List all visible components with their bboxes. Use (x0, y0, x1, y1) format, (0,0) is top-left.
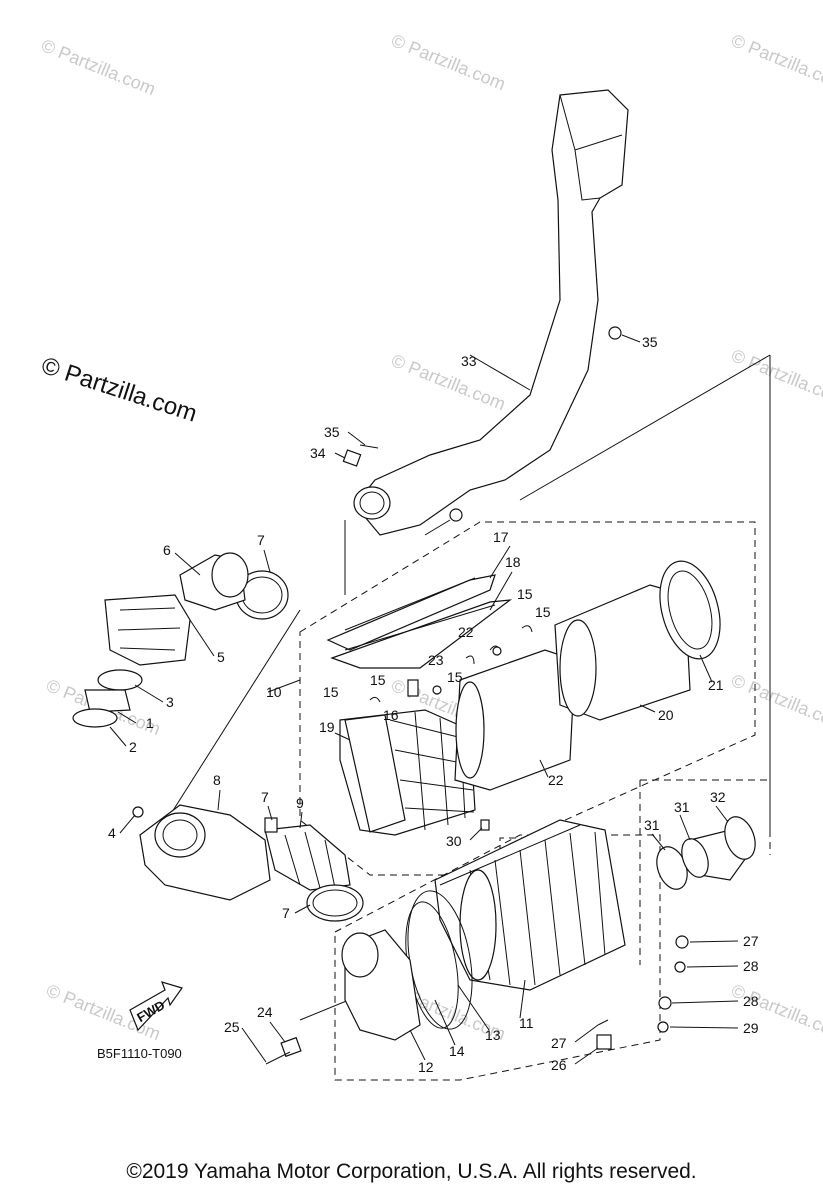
nut-22 (492, 646, 502, 656)
callout-label: 33 (461, 353, 477, 369)
callout-label: 17 (493, 529, 509, 545)
throttle-boot (179, 552, 249, 611)
clip-15 (521, 625, 533, 633)
clamp-31 (724, 816, 756, 860)
diagram-code: B5F1110-T090 (97, 1046, 182, 1061)
callout-label: 11 (519, 1015, 534, 1031)
callout-label: 5 (217, 649, 225, 665)
callout-label: 2 (129, 739, 137, 755)
screw-24 (265, 1051, 291, 1065)
air-duct (139, 804, 271, 901)
clip-15 (465, 655, 475, 665)
clip-33 (342, 449, 362, 467)
filter-screen (554, 584, 691, 721)
callout-label: 23 (428, 652, 444, 668)
callout-label: 28 (743, 958, 759, 974)
callout-label: 18 (505, 554, 521, 570)
washer-28 (657, 1021, 669, 1033)
boot-1 (84, 689, 131, 713)
watermark: © Partzilla.com (39, 35, 159, 99)
grommet-35-top (608, 326, 622, 340)
clip-25 (596, 1034, 612, 1050)
air-box-case (434, 819, 626, 991)
callout-label: 31 (644, 817, 660, 833)
clamp-2 (72, 708, 118, 728)
watermark: © Partzilla.com (389, 350, 509, 414)
watermark: © Partzilla.com (729, 345, 823, 409)
callout-label: 13 (485, 1027, 501, 1043)
callout-label: 1 (146, 715, 154, 731)
filter-cage (339, 709, 476, 836)
clamp-7 (306, 884, 364, 922)
callout-label: 27 (743, 933, 759, 949)
callout-label: 15 (447, 669, 463, 685)
watermark-layer: © Partzilla.com © Partzilla.com © Partzi… (39, 30, 823, 1044)
assembly-outline-10 (299, 521, 756, 876)
clip-15 (407, 679, 419, 697)
intake-snorkel (353, 89, 629, 536)
intake-joint (341, 929, 421, 1041)
leader-lines (109, 334, 739, 1065)
callout-label: 22 (458, 624, 474, 640)
clip-15 (369, 696, 381, 703)
watermark: © Partzilla.com (729, 30, 823, 94)
callout-label: 26 (551, 1057, 567, 1073)
callout-label: 12 (418, 1059, 434, 1075)
screw-26 (597, 1019, 609, 1026)
callout-label: 29 (743, 1020, 759, 1036)
filter-element (454, 649, 576, 791)
copyright-footer: ©2019 Yamaha Motor Corporation, U.S.A. A… (126, 1160, 697, 1183)
clamp-3 (97, 669, 143, 691)
filter-frame (659, 560, 721, 660)
watermark: © Partzilla.com (729, 670, 823, 734)
callout-label: 20 (658, 707, 674, 723)
callout-label: 31 (674, 799, 690, 815)
screw-34 (359, 444, 379, 449)
nut-22 (432, 685, 442, 695)
watermark-main: © Partzilla.com (38, 352, 200, 428)
assembly-outline-lower (334, 834, 661, 1081)
washer-28 (674, 961, 686, 973)
bolt-29 (480, 819, 490, 831)
callout-label: 15 (535, 604, 551, 620)
callout-label: 35 (324, 424, 340, 440)
callout-label: 15 (370, 672, 386, 688)
callout-label: 9 (296, 795, 304, 811)
callout-label: 7 (282, 905, 290, 921)
leader-line (519, 354, 771, 501)
callout-label: 25 (224, 1019, 240, 1035)
sensor-23 (280, 1036, 302, 1058)
callout-label: 6 (163, 542, 171, 558)
bolt-27 (658, 996, 672, 1010)
callout-label: 7 (261, 789, 269, 805)
callout-label: 14 (449, 1043, 465, 1059)
callout-label: 24 (257, 1004, 273, 1020)
callout-label: 16 (383, 707, 399, 723)
callout-label: 32 (710, 789, 726, 805)
callout-label: 3 (166, 694, 174, 710)
callout-label: 15 (323, 684, 339, 700)
clamp-7 (312, 889, 358, 917)
callout-label: 34 (310, 445, 326, 461)
callout-label: 28 (743, 993, 759, 1009)
grommet-35-bottom (449, 508, 463, 522)
callout-label: 15 (517, 586, 533, 602)
callout-label: 30 (446, 833, 462, 849)
throttle-body (104, 594, 191, 666)
callout-label: 8 (213, 772, 221, 788)
callout-label: 22 (548, 772, 564, 788)
air-cleaner-lid (326, 574, 513, 669)
bolt-4 (132, 806, 144, 818)
callout-label: 7 (257, 532, 265, 548)
callout-label: 4 (108, 825, 116, 841)
watermark: © Partzilla.com (389, 30, 509, 94)
callout-label: 27 (551, 1035, 567, 1051)
callout-label: 35 (642, 334, 658, 350)
clamp-7 (264, 817, 278, 833)
intake-hose (264, 824, 351, 891)
callout-label: 19 (319, 719, 335, 735)
bolt-27 (675, 935, 689, 949)
